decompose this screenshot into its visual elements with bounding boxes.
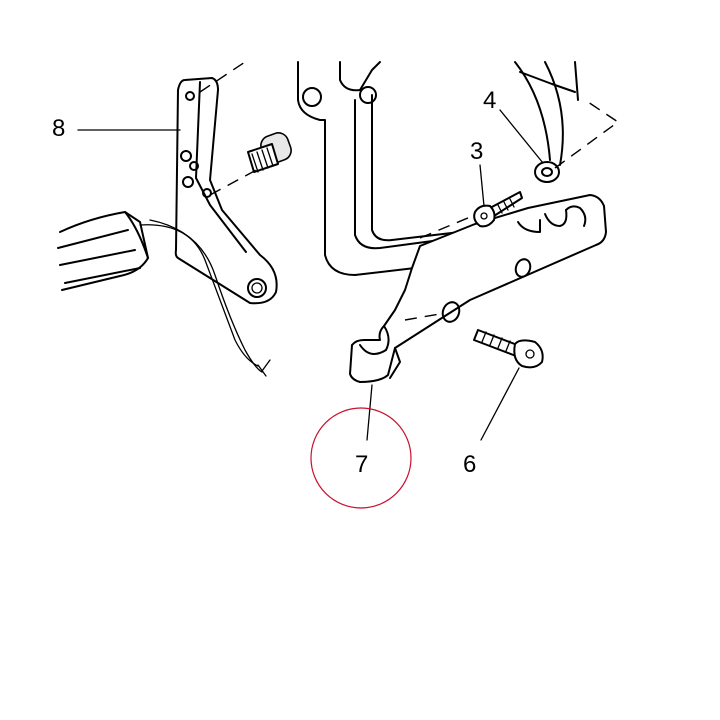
leader-lines (77, 109, 544, 441)
leader-7 (366, 384, 373, 441)
washer-part-4 (534, 161, 560, 183)
assembly-lines (199, 61, 620, 321)
screw-part-6 (473, 329, 544, 369)
leader-3 (479, 164, 485, 207)
highlight-circle (310, 407, 412, 509)
callout-7: 7 (355, 451, 368, 478)
bracket-part-8 (174, 77, 278, 305)
screw-part-3 (473, 191, 523, 228)
callout-3: 3 (470, 138, 483, 165)
callout-4: 4 (483, 87, 496, 114)
leader-4 (499, 109, 544, 164)
pedal-frame (297, 61, 579, 276)
callout-8: 8 (52, 115, 65, 142)
sensor-switch (57, 132, 292, 377)
leader-6 (480, 367, 520, 441)
lever-part-7 (349, 194, 607, 383)
callout-6: 6 (463, 451, 476, 478)
